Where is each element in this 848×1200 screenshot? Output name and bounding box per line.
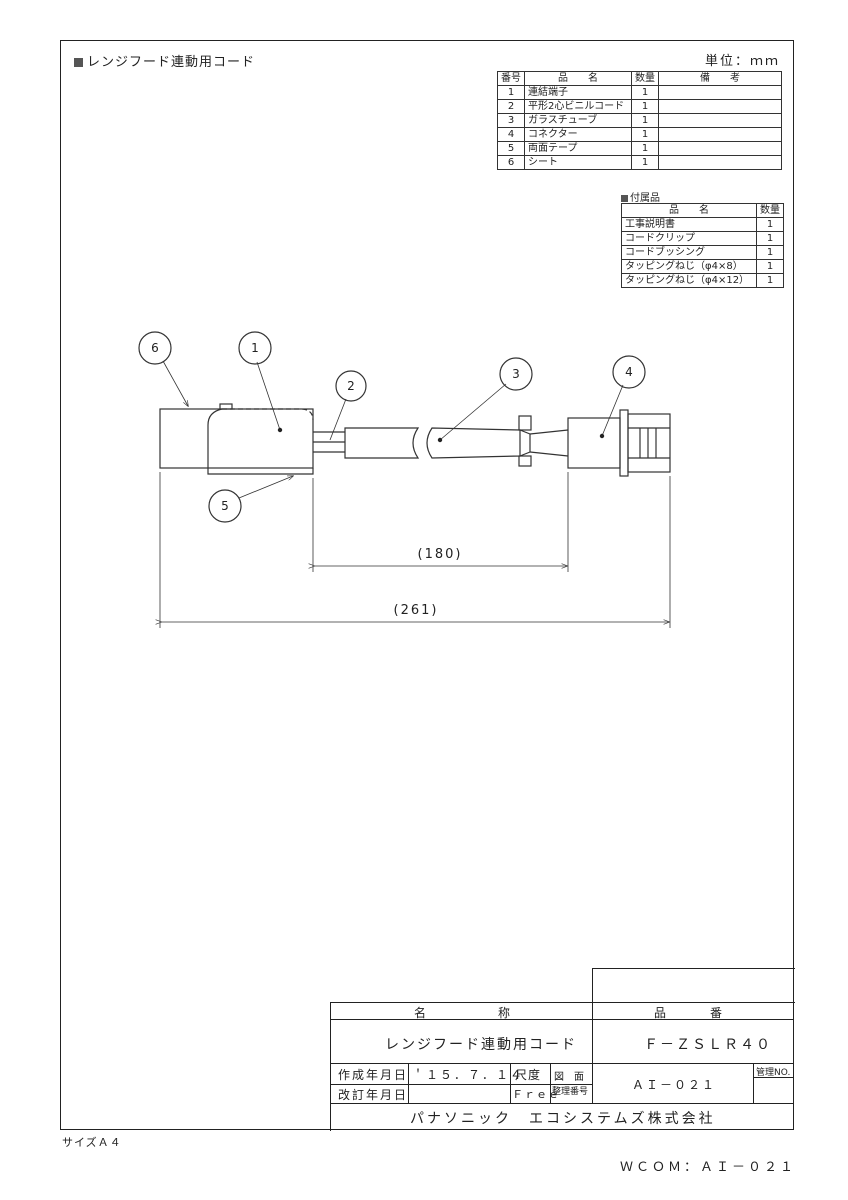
balloon-4-label: 4 [625,365,633,379]
title-block-divider [408,1063,409,1103]
name-value: レンジフード連動用コード [385,1037,577,1053]
accessories-title-text: 付属品 [630,193,660,204]
dimension-overall-label: (261) [394,603,439,618]
title-block-divider [753,1063,754,1103]
leader-line-5 [238,476,293,499]
title-block-rule [753,1077,794,1078]
balloon-2-label: 2 [347,379,355,393]
drawing-title: レンジフード連動用コード [74,51,255,70]
row-note [658,155,782,170]
leader-dot-4 [599,433,605,439]
balloon-6 [138,331,172,365]
double-sided-tape-dashed [222,408,314,421]
leader-line-1 [256,361,281,431]
balloon-1 [238,331,272,365]
leader-line-3 [439,383,507,441]
dimension-inner-label: (180) [418,547,463,562]
company-name: パナソニック エコシステムズ株式会社 [410,1111,716,1127]
balloon-6-label: 6 [151,341,159,355]
scale-label: 尺度 [515,1068,542,1082]
balloon-3 [499,357,533,391]
title-block-rule [330,1019,794,1020]
balloon-2 [335,370,367,402]
connector-head [627,413,671,473]
accessories-title: 付属品 [621,189,660,204]
tie-band-top [518,415,532,431]
glass-tube-segment-a [344,427,420,459]
document-code: ＷＣＯＭ：ＡＩ－０２１ [619,1160,796,1175]
row-qty: 1 [756,273,784,288]
title-block-body [330,1002,795,1131]
title-block-rule [330,1063,794,1064]
table-row: タッピングねじ（φ4×8）1 [621,259,784,274]
sheet-outline [207,408,314,475]
balloon-5 [208,489,242,523]
title-block-top-cell [592,968,795,1003]
balloon-5-label: 5 [221,499,229,513]
row-name: タッピングねじ（φ4×12） [621,273,757,288]
unit-label: 単位：ｍｍ [704,54,780,69]
row-qty: 1 [756,217,784,232]
tie-band-bottom [518,455,532,467]
balloon-3-label: 3 [512,367,520,381]
terminal-tab [219,403,233,410]
number-label: 品 番 [654,1006,725,1020]
balloon-1-label: 1 [251,341,259,355]
connector-flange [619,409,629,477]
table-row: タッピングねじ（φ4×12）1 [621,273,784,288]
title-block-divider [510,1063,511,1103]
drawing-sub-label: 整理番号 [552,1087,589,1097]
management-number-label: 管理NO. [756,1068,791,1078]
title-block-divider [592,1002,593,1103]
created-label: 作成年月日 [338,1068,409,1082]
scale-value: Ｆｒｅｅ [512,1088,560,1101]
glass-tube-segment-b [426,427,521,459]
balloon-4 [612,355,646,389]
number-value: Ｆ－ＺＳＬＲ４０ [644,1037,772,1053]
tie-band-body [519,429,531,457]
tube-to-connector-top [529,429,569,435]
title-block-divider [550,1063,551,1103]
leader-line-6 [162,360,188,406]
square-bullet-icon [74,58,83,67]
revised-label: 改訂年月日 [338,1088,409,1102]
title-block-rule [330,1103,794,1104]
drawing-label: 図 面 [554,1072,584,1083]
drawing-frame [60,40,794,1130]
leader-dot-1 [277,427,283,433]
connector-body [567,417,621,469]
leader-line-2 [329,398,347,441]
terminal-block-outline [159,408,314,469]
square-bullet-icon [621,194,628,202]
leader-dot-3 [437,437,443,443]
drawing-title-text: レンジフード連動用コード [87,55,256,70]
leader-line-4 [601,384,624,437]
tube-to-connector-bottom [529,451,569,457]
paper-size-label: サイズＡ４ [62,1136,122,1149]
created-value: ＇１５．７．１４ [412,1068,525,1082]
drawing-number-value: ＡＩ－０２１ [632,1078,717,1092]
name-label: 名 称 [414,1006,513,1020]
title-block-rule [330,1084,592,1085]
